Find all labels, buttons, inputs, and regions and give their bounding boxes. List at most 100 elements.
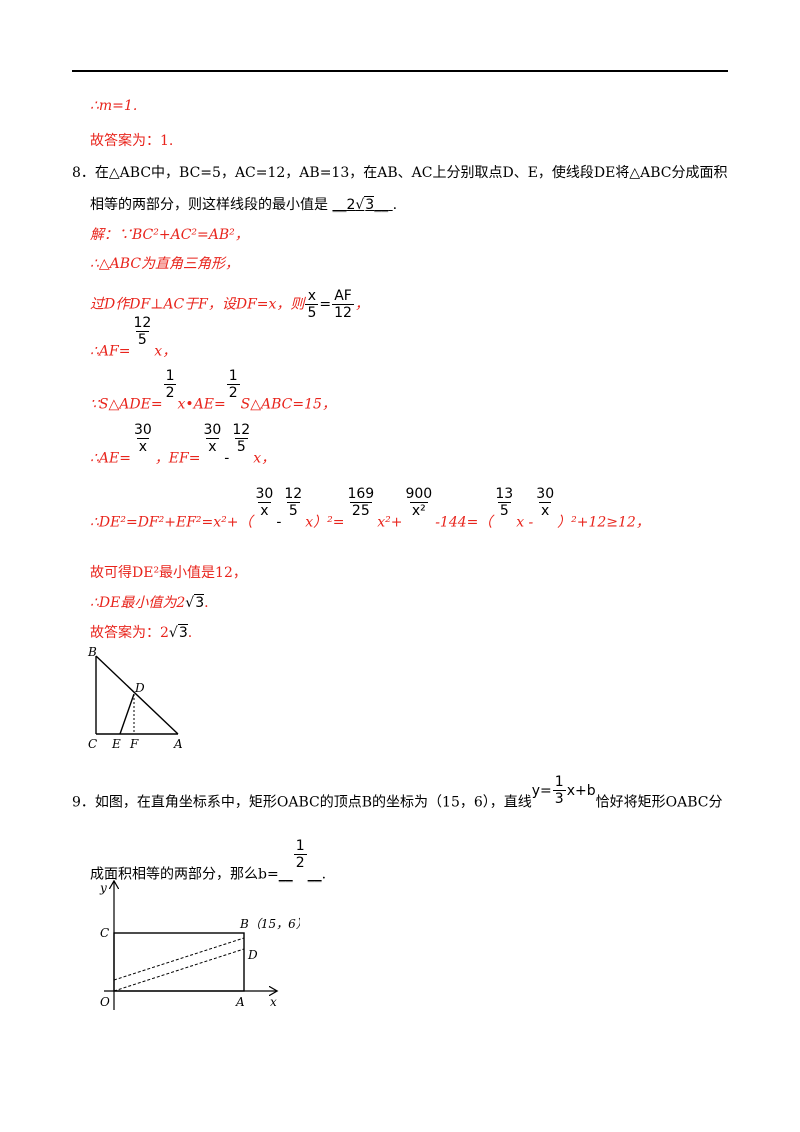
period: . — [204, 595, 209, 611]
label-b: B — [87, 645, 97, 659]
num: 1 — [228, 368, 238, 384]
q8-text-1: 8．在△ABC中，BC=5，AC=12，AB=13，在AB、AC上分别取点D、E… — [72, 165, 728, 181]
num: 169 — [347, 486, 375, 502]
label-c: C — [100, 926, 109, 940]
label-d: D — [134, 681, 145, 695]
den: x — [258, 502, 271, 519]
den: 2 — [293, 854, 307, 871]
blank-right: __ — [374, 197, 389, 213]
sol-line-6c: x， — [253, 450, 276, 467]
num: x — [307, 288, 317, 304]
num: 13 — [495, 486, 514, 502]
sqrt-10: √3 — [168, 624, 188, 641]
minus: - — [276, 514, 282, 531]
num: 30 — [203, 422, 222, 438]
q9-text-2-body: 成面积相等的两部分，那么b= — [90, 866, 279, 883]
label-f: F — [129, 737, 139, 751]
period: . — [321, 866, 327, 883]
period: . — [187, 625, 193, 641]
sol-line-10-text: 故答案为：2 — [90, 625, 169, 641]
num: 900 — [405, 486, 433, 502]
den: x — [206, 438, 219, 455]
answer-sqrt: 2√3 — [346, 196, 375, 213]
num: AF — [334, 288, 352, 304]
den: 2 — [226, 384, 240, 401]
sol-line-7d: -144=（ — [435, 514, 493, 531]
radicand: 3 — [177, 624, 188, 641]
blank-left: __ — [278, 866, 293, 883]
sol-line-6b: ，EF= — [154, 450, 201, 467]
q9-text-1a: 9．如图，在直角坐标系中，矩形OABC的顶点B的坐标为（15，6），直线 — [72, 794, 532, 811]
sol-line-2: ∴△ABC为直角三角形， — [90, 256, 240, 272]
label-a: A — [235, 995, 245, 1009]
sol-line-1: 解：∵BC²+AC²=AB²， — [90, 227, 249, 243]
num: 12 — [133, 315, 152, 331]
den: x — [136, 438, 150, 455]
sol-line-5a: ∵S△ADE= — [90, 396, 163, 413]
num: 1 — [165, 368, 175, 384]
den: 2 — [163, 384, 177, 401]
radicand: 3 — [194, 594, 205, 611]
minus: - — [224, 450, 230, 467]
sol-line-7f: ）²+12≥12， — [557, 514, 650, 531]
blank-left: __ — [332, 197, 347, 213]
num: 12 — [284, 486, 303, 502]
sol-line-6a: ∴AE= — [90, 450, 131, 467]
sol-line-5c: S△ABC=15， — [240, 396, 336, 413]
den: x — [539, 502, 552, 519]
sqrt-9: √3 — [185, 594, 205, 611]
sqrt-radicand: 3 — [364, 196, 375, 213]
label-o: O — [100, 995, 110, 1009]
num: 1 — [554, 774, 564, 790]
num: 30 — [536, 486, 555, 502]
side-ab — [95, 655, 179, 735]
sol-line-7a: ∴DE²=DF²+EF²=x²+（ — [90, 514, 253, 531]
rectangle-figure: y x C B（15，6） D O A — [99, 876, 300, 1010]
sol-line-8: 故可得DE²最小值是12， — [90, 565, 247, 581]
x-comma: x， — [154, 343, 177, 360]
den: 12 — [332, 304, 354, 321]
answer-7: 故答案为：1. — [90, 133, 174, 149]
header-rule — [72, 70, 728, 72]
triangle-figure: B C E F A D — [87, 645, 183, 751]
den: 3 — [552, 790, 566, 807]
num: 12 — [232, 422, 251, 438]
m-result: ∴m=1. — [90, 98, 138, 114]
y-eq: y= — [531, 782, 552, 799]
den: 5 — [135, 331, 149, 348]
den: x² — [409, 502, 428, 519]
label-c: C — [88, 737, 97, 751]
sol-line-4-text: ∴AF= — [90, 343, 131, 360]
eq: = — [319, 296, 332, 313]
dashed-line-lower — [113, 948, 245, 992]
num: 1 — [295, 838, 305, 854]
blank-right: __ — [307, 866, 322, 883]
den: 25 — [349, 502, 372, 519]
q8-text-2: 相等的两部分，则这样线段的最小值是 __2√3__ . — [90, 194, 397, 214]
label-a: A — [173, 737, 183, 751]
segment-de — [119, 693, 135, 735]
sol-line-10: 故答案为：2√3. — [90, 622, 192, 642]
label-b: B（15，6） — [239, 917, 300, 931]
den: 5 — [234, 438, 248, 455]
